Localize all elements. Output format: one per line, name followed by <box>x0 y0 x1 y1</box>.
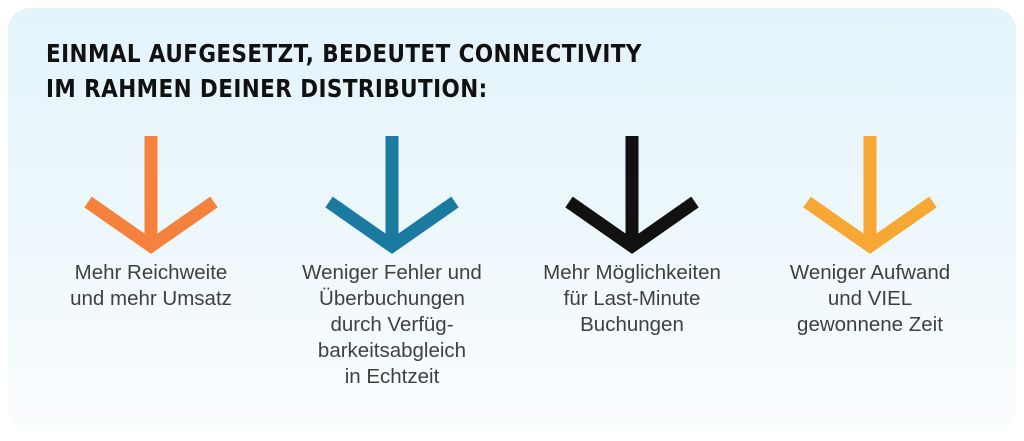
arrow-down-icon <box>84 136 218 254</box>
info-card: EINMAL AUFGESETZT, BEDEUTET CONNECTIVITY… <box>8 8 1016 433</box>
benefit-text-line: für Last-Minute <box>563 287 701 310</box>
benefit-text-line: Buchungen <box>580 313 684 336</box>
benefit-reach: Mehr Reichweite und mehr Umsatz <box>31 130 271 312</box>
heading: EINMAL AUFGESETZT, BEDEUTET CONNECTIVITY… <box>46 36 642 106</box>
benefit-text: Weniger Fehler und Überbuchungen durch V… <box>272 260 512 390</box>
benefit-text: Mehr Reichweite und mehr Umsatz <box>31 260 271 312</box>
benefit-text-line: Weniger Fehler und <box>302 261 482 284</box>
benefit-text-line: Mehr Möglichkeiten <box>543 261 721 284</box>
benefit-text: Mehr Möglichkeiten für Last-Minute Buchu… <box>512 260 752 338</box>
benefit-text-line: durch Verfüg- <box>330 313 454 336</box>
benefit-text-line: und VIEL <box>827 287 913 310</box>
arrow-down-icon <box>325 136 459 254</box>
heading-line-1: EINMAL AUFGESETZT, BEDEUTET CONNECTIVITY <box>46 39 642 68</box>
benefit-text: Weniger Aufwand und VIEL gewonnene Zeit <box>750 260 990 338</box>
benefit-text-line: barkeitsabgleich <box>317 339 467 362</box>
benefit-last-minute: Mehr Möglichkeiten für Last-Minute Buchu… <box>512 130 752 338</box>
benefit-text-line: gewonnene Zeit <box>797 313 943 336</box>
benefit-save-time: Weniger Aufwand und VIEL gewonnene Zeit <box>750 130 990 338</box>
heading-line-2: IM RAHMEN DEINER DISTRIBUTION: <box>46 74 488 103</box>
arrow-down-icon <box>565 136 699 254</box>
benefit-fewer-errors: Weniger Fehler und Überbuchungen durch V… <box>272 130 512 390</box>
benefit-text-line: Überbuchungen <box>319 287 465 310</box>
benefit-text-line: Weniger Aufwand <box>789 261 951 284</box>
arrow-down-icon <box>803 136 937 254</box>
benefit-text-line: in Echtzeit <box>344 365 440 388</box>
benefit-text-line: und mehr Umsatz <box>70 287 232 310</box>
benefit-text-line: Mehr Reichweite <box>74 261 228 284</box>
